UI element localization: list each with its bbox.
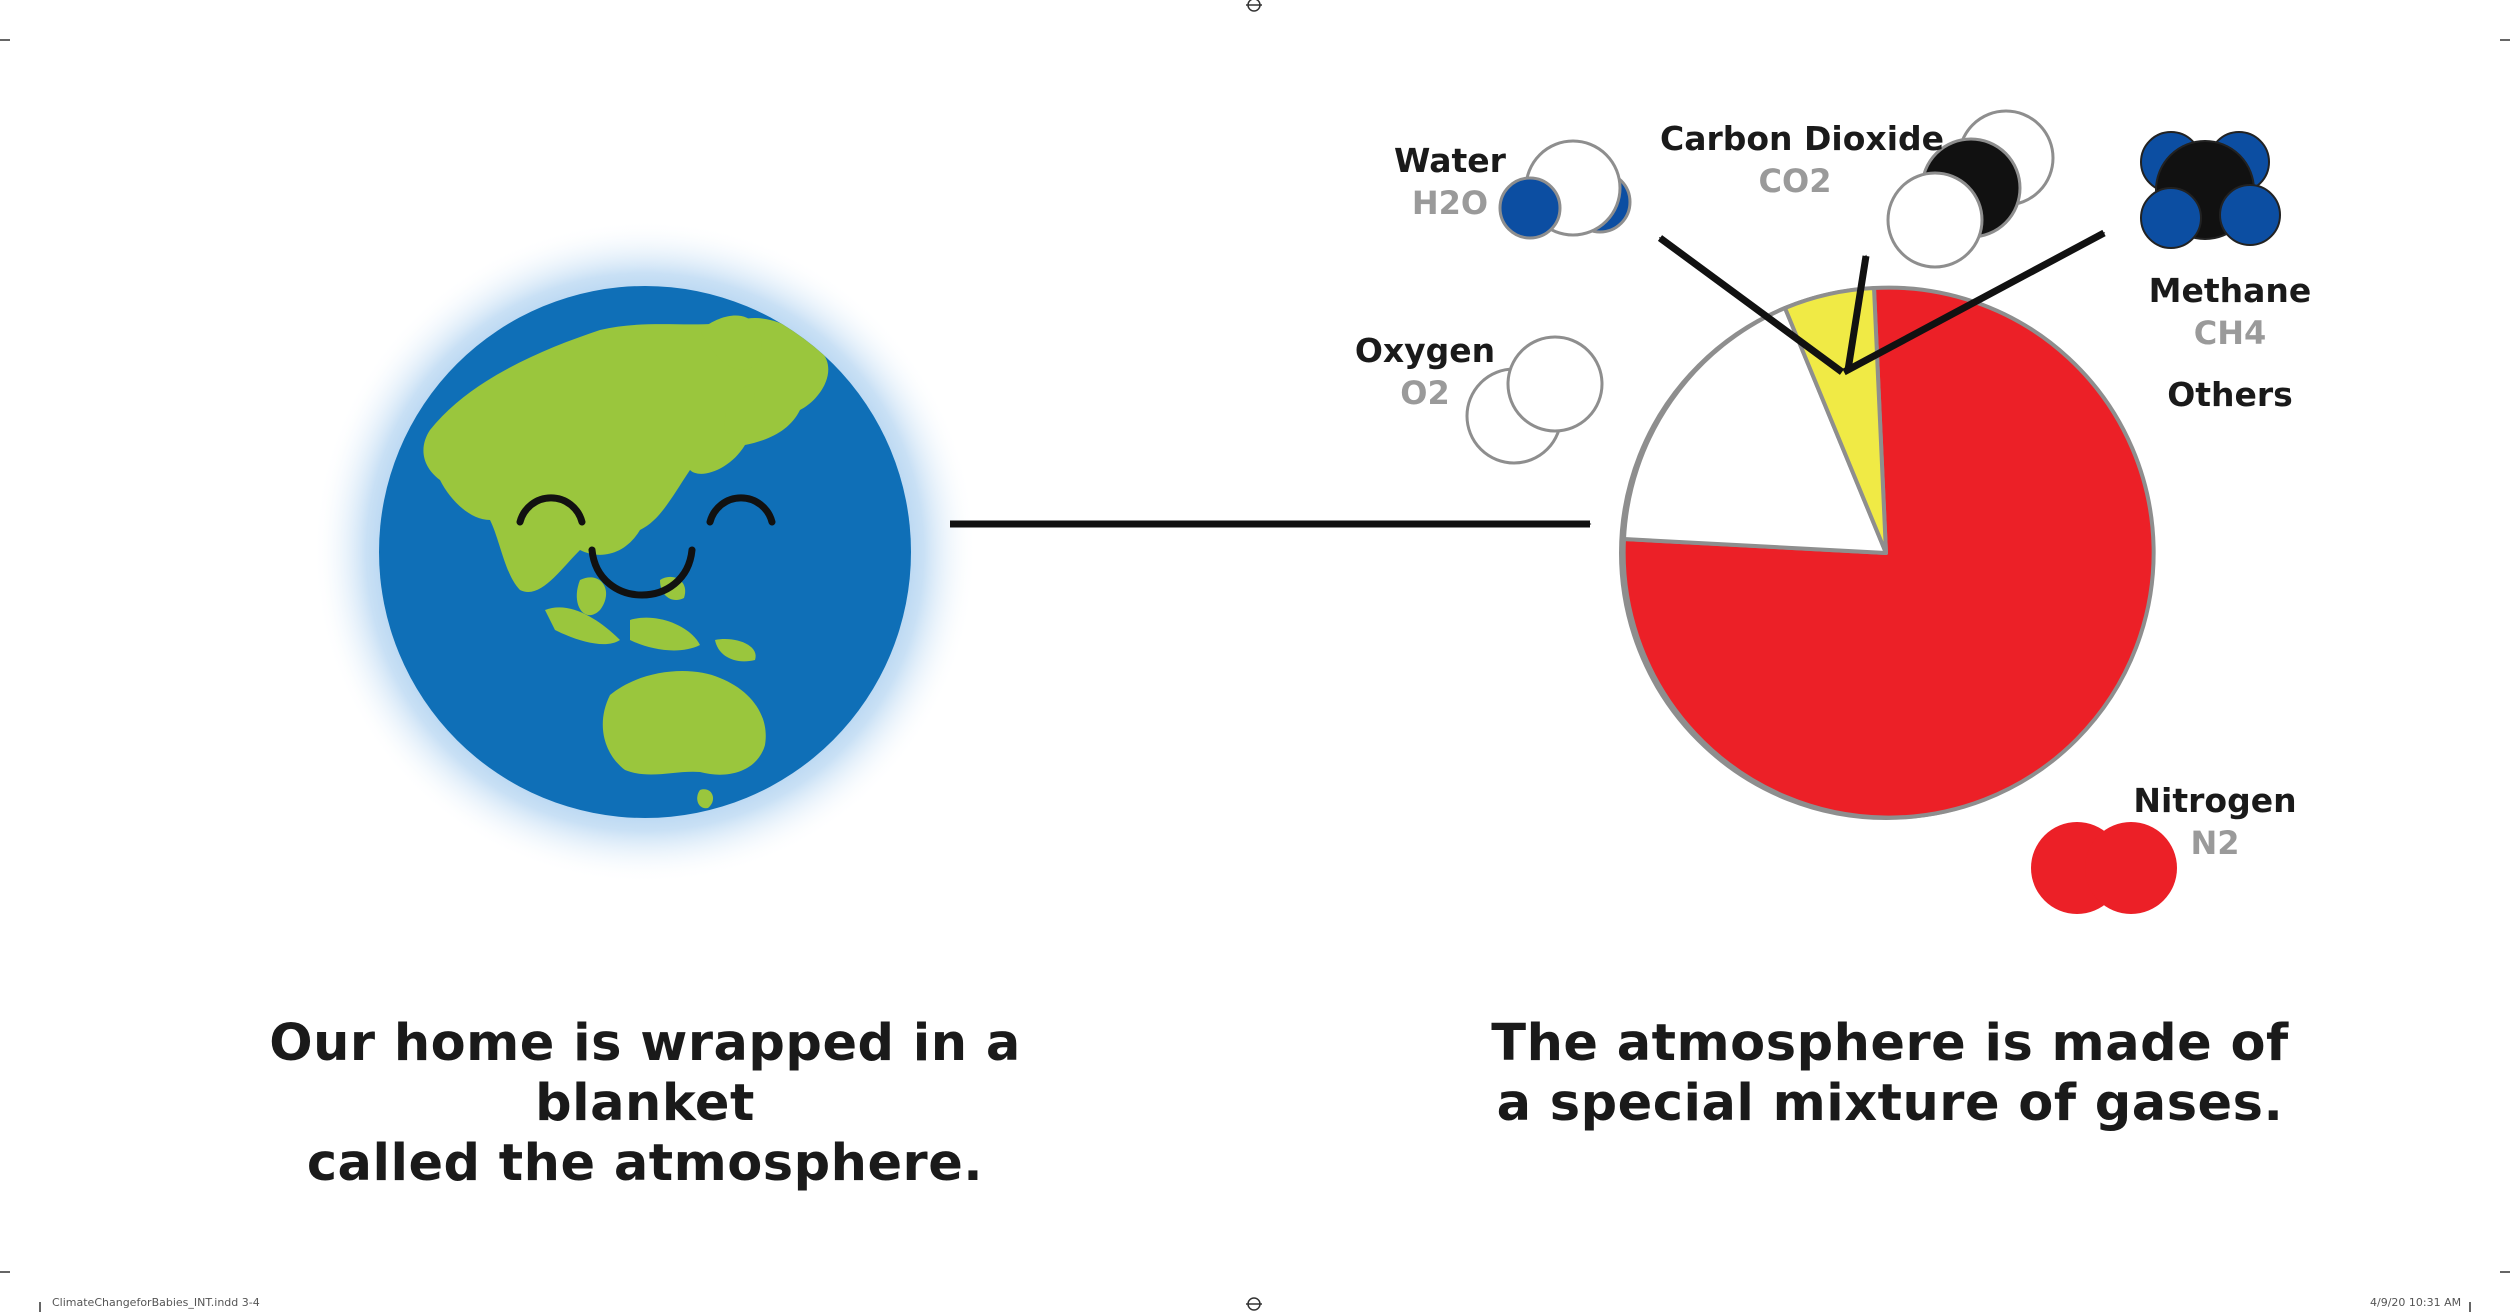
gas-name-water: Water: [1394, 141, 1506, 180]
gas-arrows: [1657, 229, 2106, 376]
slug-timestamp: 4/9/20 10:31 AM: [2370, 1296, 2462, 1309]
caption-right: The atmosphere is made of a special mixt…: [1420, 1014, 2360, 1134]
caption-right-line-2: a special mixture of gases.: [1496, 1074, 2284, 1133]
oxygen-molecule-icon: [1465, 335, 1604, 465]
methane-molecule-icon: [2140, 131, 2281, 249]
slug-filename: ClimateChangeforBabies_INT.indd 3-4: [52, 1296, 260, 1309]
gas-name-others: Others: [2167, 375, 2293, 414]
gas-formula-water: H2O: [1411, 184, 1489, 222]
gas-formula-carbon-dioxide: CO2: [1758, 162, 1832, 200]
nitrogen-molecule-icon: [2031, 822, 2177, 914]
caption-right-line-1: The atmosphere is made of: [1491, 1014, 2289, 1073]
gas-name-oxygen: Oxygen: [1354, 331, 1496, 370]
pie-slice-nitrogen: [1621, 285, 2156, 820]
smiling-earth-icon: [313, 220, 977, 884]
pie-chart-icon: [1619, 285, 2156, 820]
gas-formula-nitrogen: N2: [2190, 824, 2240, 862]
gas-name-carbon-dioxide: Carbon Dioxide: [1660, 119, 1945, 158]
gas-name-nitrogen: Nitrogen: [2133, 781, 2297, 820]
gas-name-methane: Methane: [2148, 271, 2312, 310]
label-oxygen: Oxygen O2: [1350, 330, 1500, 414]
gas-formula-methane: CH4: [2193, 314, 2267, 352]
caption-left-line-2: called the atmosphere.: [306, 1134, 984, 1193]
label-others: Others: [2140, 374, 2320, 416]
caption-left-line-1: Our home is wrapped in a blanket: [269, 1014, 1021, 1133]
label-nitrogen: Nitrogen N2: [2130, 780, 2300, 864]
label-carbon-dioxide: Carbon Dioxide CO2: [1660, 118, 1945, 202]
pie-slice-others: [1783, 286, 1888, 555]
label-methane: Methane CH4: [2140, 270, 2320, 354]
gas-formula-oxygen: O2: [1400, 374, 1450, 412]
pie-slice-oxygen: [1622, 306, 1888, 555]
water-molecule-icon: [1498, 139, 1632, 240]
label-water: Water H2O: [1390, 140, 1510, 224]
caption-left: Our home is wrapped in a blanket called …: [170, 1014, 1120, 1194]
carbon-dioxide-molecule-icon: [1886, 109, 2055, 269]
